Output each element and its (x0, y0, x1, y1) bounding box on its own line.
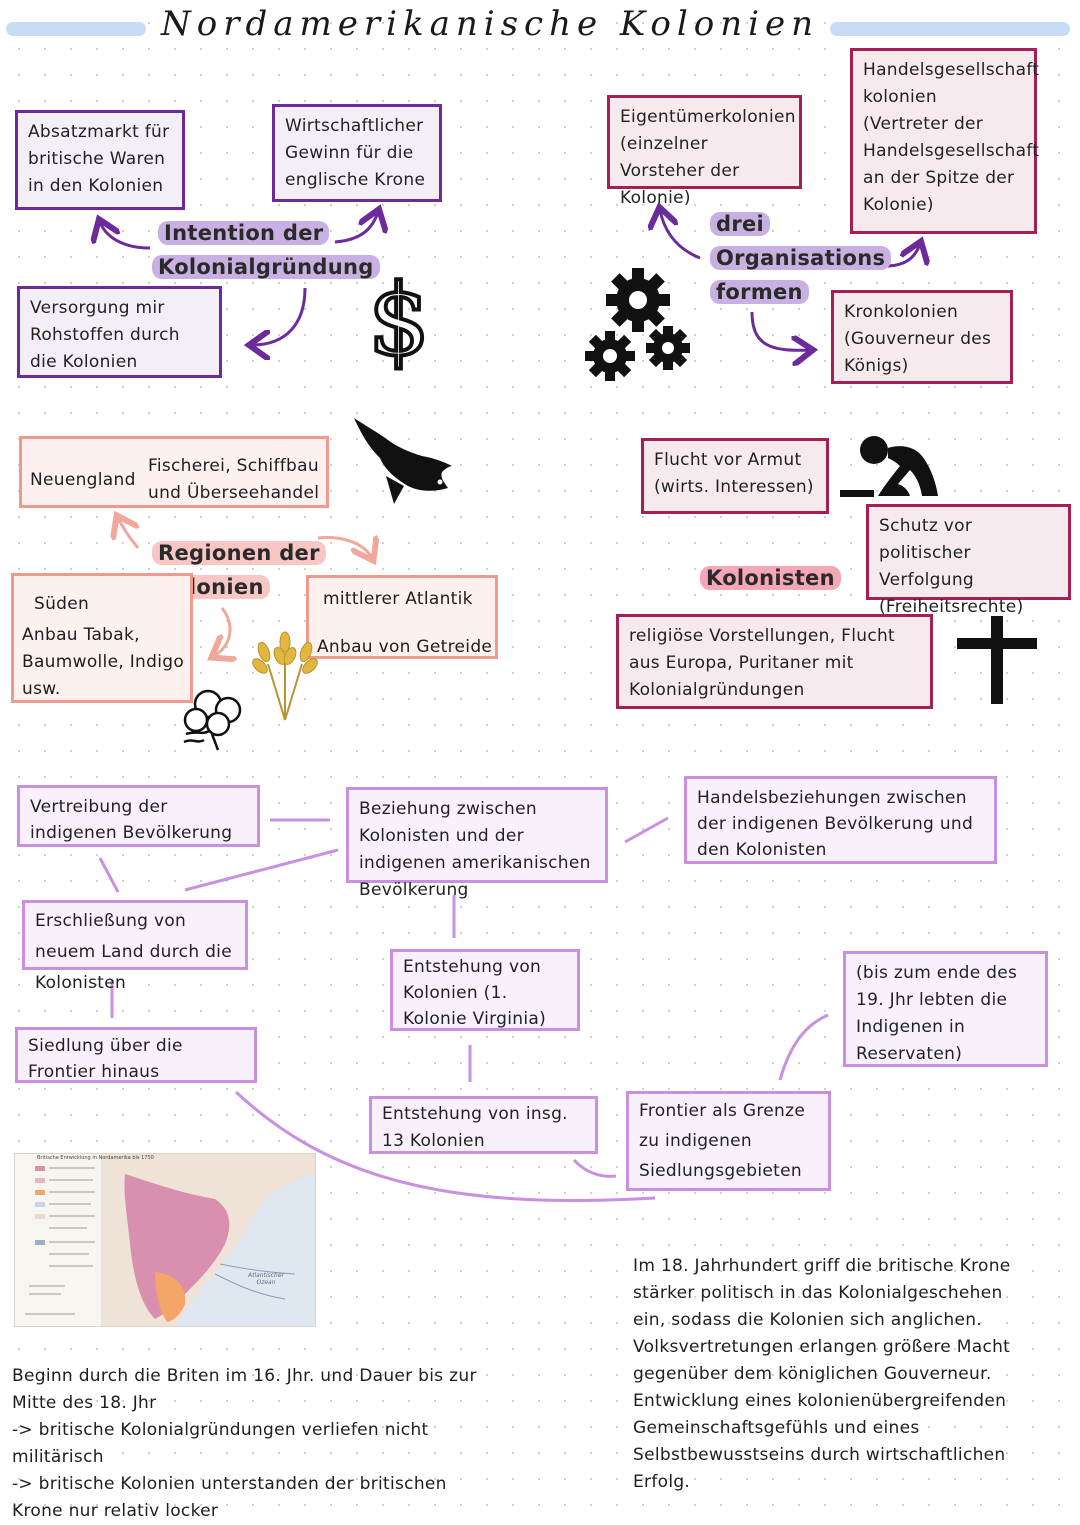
siedlung-box: Siedlung über die Frontier hinaus (15, 1027, 257, 1083)
entstehung13-text: Entstehung von insg. 13 Kolonien (382, 1104, 568, 1151)
sueden-detail: Anbau Tabak, Baumwolle, Indigo usw. (22, 625, 185, 699)
map-ocean-label: Atlantischer Ozean (247, 1272, 284, 1286)
kneeling-person-icon (840, 436, 938, 497)
cotton-icon (183, 689, 242, 751)
neuengland-box: Neuengland Fischerei, Schiffbau und Über… (19, 436, 329, 508)
reservate-text: (bis zum ende des 19. Jhr lebten die Ind… (856, 963, 1018, 1064)
politisch-text: Schutz vor politischer Verfolgung (Freih… (879, 516, 1024, 617)
organisation-label-1: drei (710, 212, 771, 236)
eigentuemer-box: Eigentümerkolonien (einzelner Vorsteher … (607, 95, 802, 208)
organisation-label-2: Organisations (710, 246, 892, 270)
neuengland-detail: Fischerei, Schiffbau und Überseehandel (148, 456, 320, 503)
entstehung-text: Entstehung von Kolonien (1. Kolonie Virg… (403, 957, 547, 1029)
cross-icon (957, 616, 1037, 704)
note-left-1: Beginn durch die Briten im 16. Jhr. und … (12, 1366, 477, 1413)
map-image (15, 1154, 315, 1326)
atlantik-detail: Anbau von Getreide (317, 637, 493, 657)
fish-icon (354, 418, 452, 504)
handels-box: Handelsgesellschaft kolonien (Vertreter … (850, 48, 1040, 234)
dollar-icon: $ (366, 266, 432, 372)
gears-icon (585, 268, 690, 381)
vertreibung-text: Vertreibung der indigenen Bevölkerung (30, 797, 233, 843)
colonial-map: Britische Entwicklung in Nordamerika bis… (14, 1153, 316, 1327)
entstehung-box: Entstehung von Kolonien (1. Kolonie Virg… (390, 949, 580, 1031)
beziehung-center-text: Beziehung zwischen Kolonisten und der in… (359, 799, 591, 900)
reservate-box: (bis zum ende des 19. Jhr lebten die Ind… (843, 951, 1048, 1067)
vertreibung-box: Vertreibung der indigenen Bevölkerung (17, 785, 260, 847)
beziehung-center-box: Beziehung zwischen Kolonisten und der in… (346, 787, 608, 900)
kolonisten-label: Kolonisten (700, 566, 841, 590)
armut-box: Flucht vor Armut (wirts. Interessen) (641, 438, 829, 514)
map-legend-title: Britische Entwicklung in Nordamerika bis… (37, 1155, 154, 1161)
absatzmarkt-box: Absatzmarkt für britische Waren in den K… (15, 110, 185, 210)
armut-text: Flucht vor Armut (wirts. Interessen) (654, 450, 814, 497)
note-right: Im 18. Jahrhundert griff die britische K… (633, 1256, 1011, 1492)
handel-box: Handelsbeziehungen zwischen der indigene… (684, 776, 997, 864)
title-highlight-right (830, 22, 1070, 36)
kron-text: Kronkolonien (Gouverneur des Königs) (844, 302, 992, 376)
religioes-text: religiöse Vorstellungen, Flucht aus Euro… (629, 626, 896, 700)
regionen-label-1: Regionen der (152, 541, 326, 565)
absatzmarkt-text: Absatzmarkt für britische Waren in den K… (28, 122, 170, 196)
religioes-box: religiöse Vorstellungen, Flucht aus Euro… (616, 614, 933, 709)
kron-box: Kronkolonien (Gouverneur des Königs) (831, 290, 1013, 384)
title-highlight-left (6, 22, 146, 36)
entstehung13-box: Entstehung von insg. 13 Kolonien (369, 1096, 598, 1154)
wirtschaft-text: Wirtschaftlicher Gewinn für die englisch… (285, 116, 426, 190)
politisch-box: Schutz vor politischer Verfolgung (Freih… (866, 504, 1071, 617)
wirtschaft-box: Wirtschaftlicher Gewinn für die englisch… (272, 104, 442, 202)
intention-label-2: Kolonialgründung (152, 255, 380, 279)
note-left-2: -> britische Kolonialgründungen verliefe… (12, 1420, 429, 1467)
versorgung-text: Versorgung mir Rohstoffen durch die Kolo… (30, 298, 180, 372)
frontier-text: Frontier als Grenze zu indigenen Siedlun… (639, 1101, 806, 1181)
intention-label-1: Intention der (158, 221, 330, 245)
organisation-label-3: formen (710, 280, 809, 304)
page-title: Nordamerikanische Kolonien (160, 4, 820, 44)
atlantik-label: mittlerer Atlantik (323, 589, 473, 609)
frontier-box: Frontier als Grenze zu indigenen Siedlun… (626, 1091, 831, 1191)
atlantik-box: mittlerer Atlantik Anbau von Getreide (306, 575, 498, 659)
sueden-box: Süden Anbau Tabak, Baumwolle, Indigo usw… (11, 573, 193, 703)
siedlung-text: Siedlung über die Frontier hinaus (28, 1036, 183, 1082)
sueden-label: Süden (34, 594, 90, 614)
neuengland-label: Neuengland (30, 470, 136, 490)
handel-text: Handelsbeziehungen zwischen der indigene… (697, 788, 974, 860)
wheat-icon (252, 631, 318, 721)
versorgung-box: Versorgung mir Rohstoffen durch die Kolo… (17, 286, 222, 378)
erschliessung-box: Erschließung von neuem Land durch die Ko… (22, 900, 248, 993)
svg-text:$: $ (368, 266, 430, 372)
handels-text: Handelsgesellschaft kolonien (Vertreter … (863, 60, 1040, 215)
note-left-3: -> britische Kolonien unterstanden der b… (12, 1474, 447, 1521)
erschliessung-text: Erschließung von neuem Land durch die Ko… (35, 911, 232, 993)
eigentuemer-text: Eigentümerkolonien (einzelner Vorsteher … (620, 107, 796, 208)
